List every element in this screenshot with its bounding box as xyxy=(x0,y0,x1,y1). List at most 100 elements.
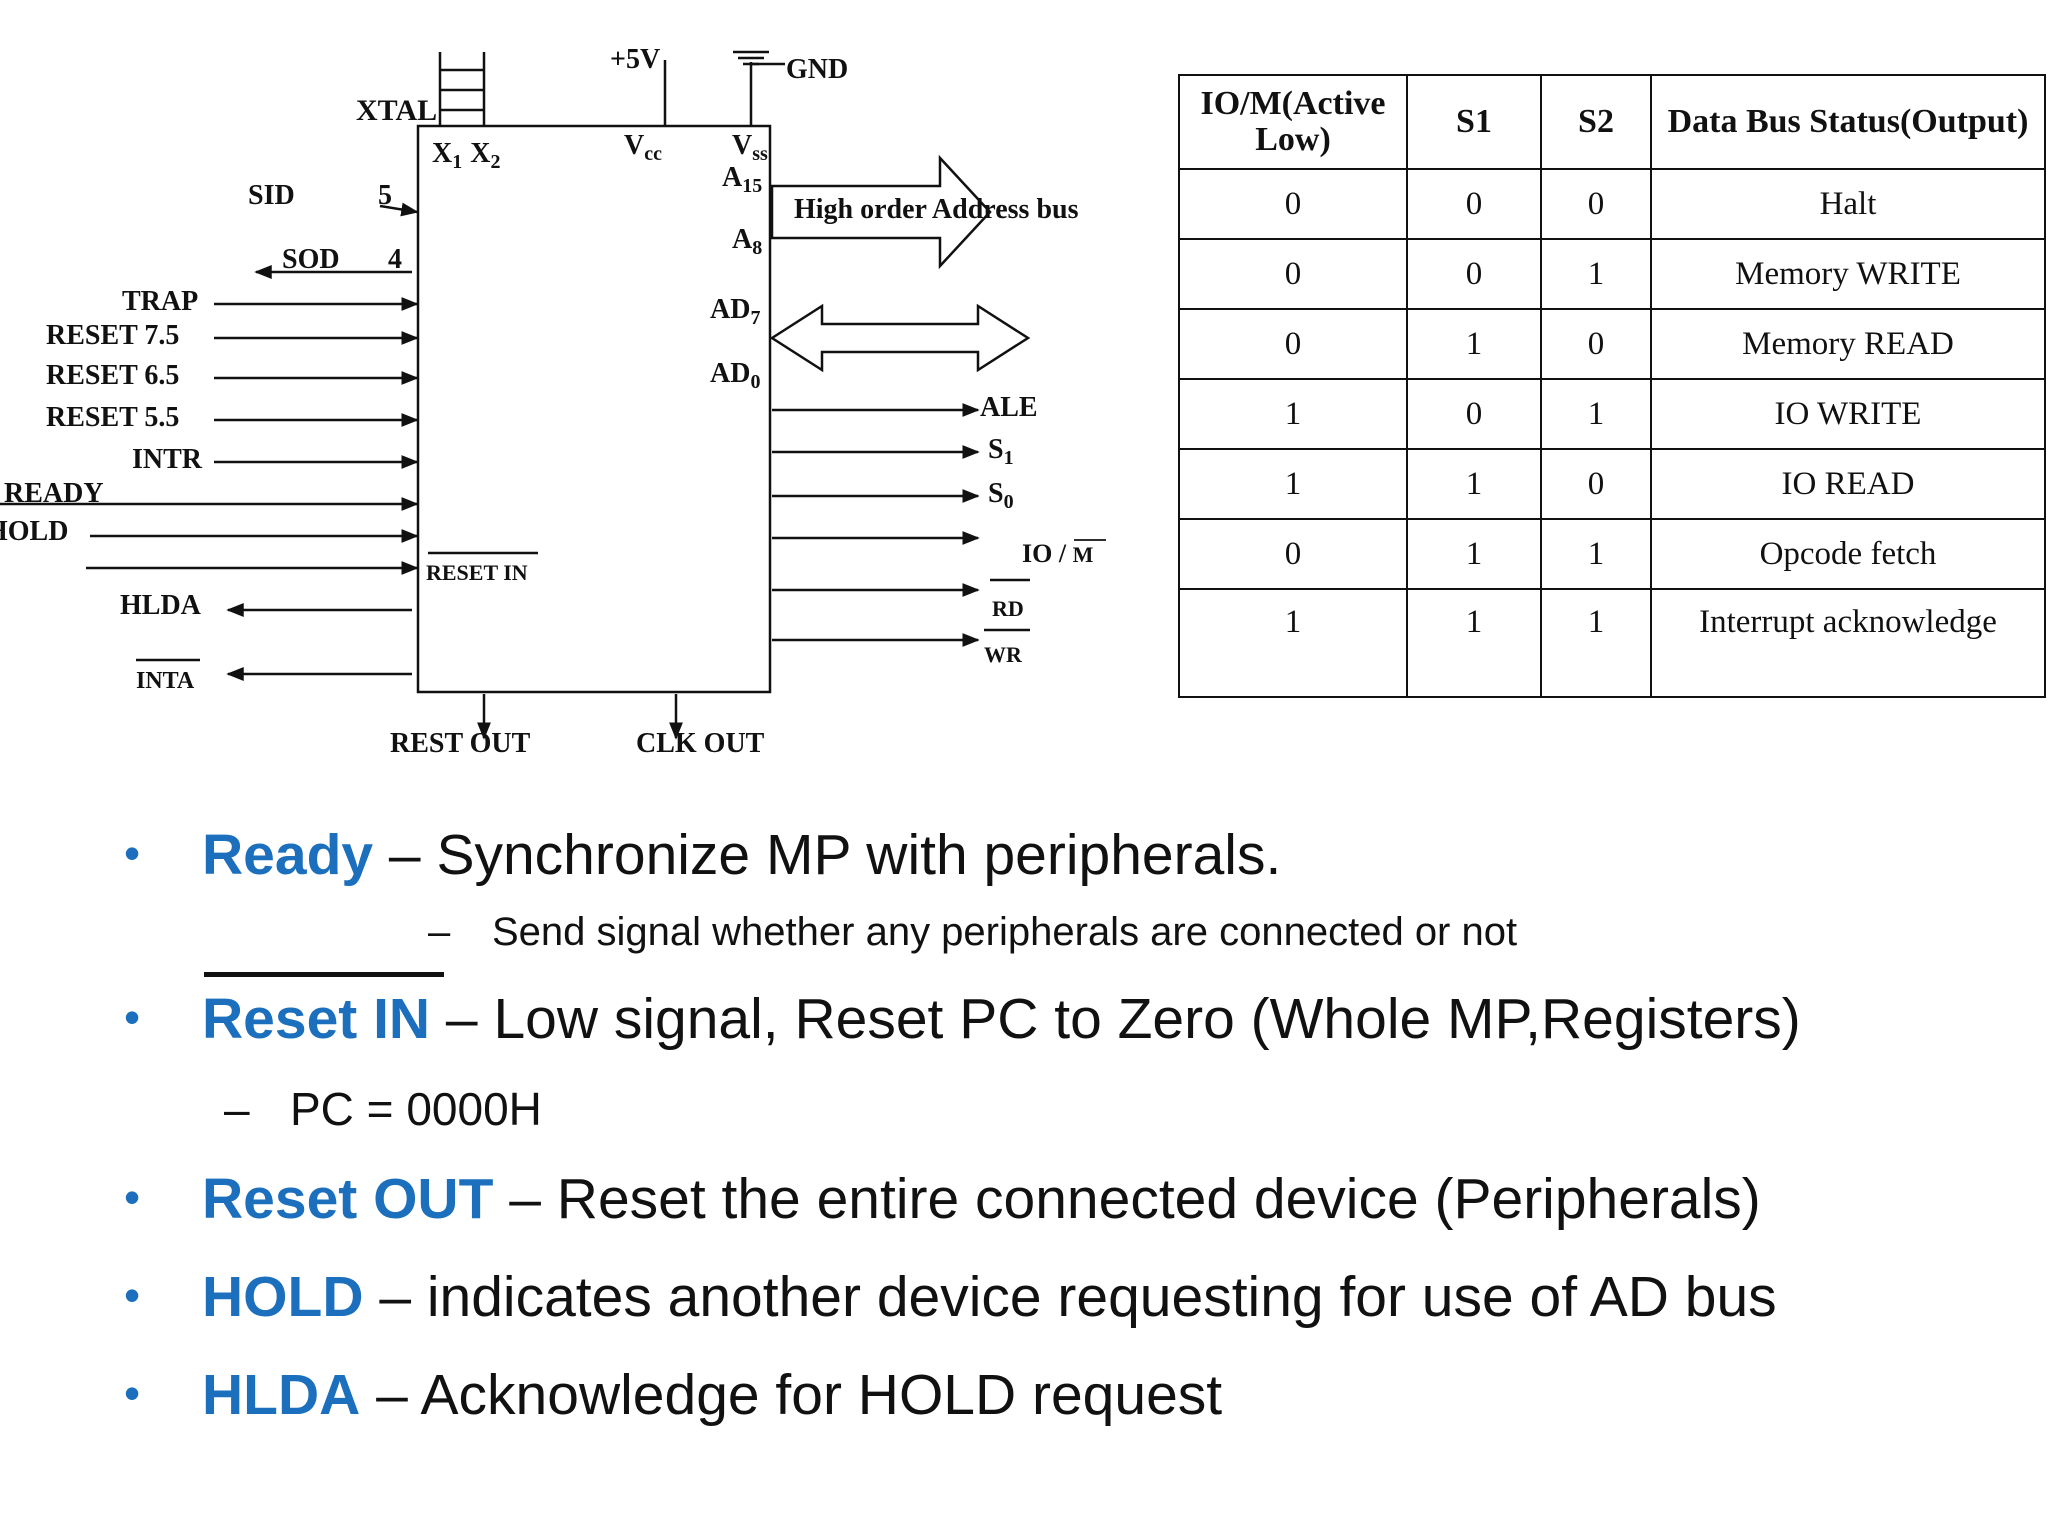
hlda-label: HLDA xyxy=(120,590,202,621)
chip-body xyxy=(416,124,772,694)
cell: IO WRITE xyxy=(1650,378,2046,450)
cell: 1 xyxy=(1540,588,1652,698)
bullet-ready: • Ready – Synchronize MP with peripheral… xyxy=(124,822,1282,888)
cell: 1 xyxy=(1540,378,1652,450)
a15-label: A15 xyxy=(722,162,762,197)
term-reset-out: Reset OUT xyxy=(202,1167,494,1231)
sub-reset-in-text: PC = 0000H xyxy=(290,1083,542,1135)
term-hold: HOLD xyxy=(202,1265,364,1329)
cell: 1 xyxy=(1178,378,1408,450)
sid-pin: 5 xyxy=(378,180,392,211)
sid-label: SID xyxy=(248,180,295,211)
clk-out-label: CLK OUT xyxy=(636,728,765,759)
cell: 0 xyxy=(1178,518,1408,590)
cell: 1 xyxy=(1540,238,1652,310)
rest-out-label: REST OUT xyxy=(390,728,531,759)
inta-label: INTA xyxy=(136,668,195,694)
rst55-label: RESET 5.5 xyxy=(46,402,179,433)
intr-label: INTR xyxy=(132,444,203,475)
cell: 0 xyxy=(1406,238,1542,310)
reset-in-label: RESET IN xyxy=(426,560,528,585)
plus5v-label: +5V xyxy=(610,44,660,75)
cell: 0 xyxy=(1540,308,1652,380)
high-order-bus-label: High order Address bus xyxy=(794,194,1079,225)
cell: 0 xyxy=(1406,168,1542,240)
a8-label: A8 xyxy=(732,224,762,259)
s1-label: S1 xyxy=(988,434,1014,469)
desc-reset-in: – Low signal, Reset PC to Zero (Whole MP… xyxy=(430,987,1801,1051)
col-s2: S2 xyxy=(1540,74,1652,170)
cell: 1 xyxy=(1178,448,1408,520)
io-m-label: IO / M xyxy=(1022,539,1094,568)
desc-hold: – indicates another device requesting fo… xyxy=(363,1265,1777,1329)
vss-label: Vss xyxy=(732,130,768,165)
bullet-hlda: • HLDA – Acknowledge for HOLD request xyxy=(124,1362,1223,1428)
bullet-dot: • xyxy=(124,827,141,879)
bullet-reset-out: • Reset OUT – Reset the entire connected… xyxy=(124,1166,1761,1232)
col-data-bus-status: Data Bus Status(Output) xyxy=(1650,74,2046,170)
cell: 0 xyxy=(1178,238,1408,310)
term-reset-in: Reset IN xyxy=(202,987,431,1051)
rst75-label: RESET 7.5 xyxy=(46,320,179,351)
term-ready: Ready xyxy=(202,823,374,887)
bullet-reset-in: • Reset IN – Low signal, Reset PC to Zer… xyxy=(124,986,1801,1052)
cell: 1 xyxy=(1406,518,1542,590)
term-hlda: HLDA xyxy=(202,1363,361,1427)
cell: 0 xyxy=(1178,168,1408,240)
cell: 1 xyxy=(1406,448,1542,520)
ale-label: ALE xyxy=(980,392,1038,423)
sub-bullet-reset-in: –PC = 0000H xyxy=(224,1082,542,1136)
wr-label: WR xyxy=(984,642,1023,667)
ready-label: READY xyxy=(4,478,104,509)
ad0-label: AD0 xyxy=(710,358,760,393)
rd-label: RD xyxy=(992,596,1024,621)
rst65-label: RESET 6.5 xyxy=(46,360,179,391)
sub-bullet-ready: –Send signal whether any peripherals are… xyxy=(428,910,1517,955)
cell: 1 xyxy=(1178,588,1408,698)
bullet-dot: • xyxy=(124,1171,141,1223)
cell: 1 xyxy=(1540,518,1652,590)
sod-label: SOD xyxy=(282,244,340,275)
cell: 1 xyxy=(1406,588,1542,698)
cell: Memory WRITE xyxy=(1650,238,2046,310)
bullet-dot: • xyxy=(124,1367,141,1419)
gnd-label: GND xyxy=(786,54,848,85)
trap-label: TRAP xyxy=(122,286,198,317)
cell: Halt xyxy=(1650,168,2046,240)
sub-ready-text: Send signal whether any peripherals are … xyxy=(492,910,1518,954)
bullet-dot: • xyxy=(124,991,141,1043)
xtal-label: XTAL xyxy=(356,94,437,127)
desc-reset-out: – Reset the entire connected device (Per… xyxy=(493,1167,1761,1231)
bullet-hold: • HOLD – indicates another device reques… xyxy=(124,1264,1777,1330)
dash-marker: – xyxy=(428,910,451,954)
sod-pin: 4 xyxy=(388,244,402,275)
table-header-row: IO/M(Active Low) S1 S2 Data Bus Status(O… xyxy=(1178,74,2046,170)
cell: 0 xyxy=(1540,448,1652,520)
desc-hlda: – Acknowledge for HOLD request xyxy=(360,1363,1223,1427)
cell: IO READ xyxy=(1650,448,2046,520)
cell: 0 xyxy=(1406,378,1542,450)
col-s1: S1 xyxy=(1406,74,1542,170)
cell: 0 xyxy=(1178,308,1408,380)
bus-status-table: IO/M(Active Low) S1 S2 Data Bus Status(O… xyxy=(1178,74,2046,698)
vcc-label: Vcc xyxy=(624,130,662,165)
s0-label: S0 xyxy=(988,478,1014,513)
desc-ready: – Synchronize MP with peripherals. xyxy=(373,823,1282,887)
hold-label: HOLD xyxy=(0,516,68,547)
overline-stroke xyxy=(204,972,444,977)
cell: Memory READ xyxy=(1650,308,2046,380)
cell: Interrupt acknowledge xyxy=(1650,588,2046,698)
ad7-label: AD7 xyxy=(710,294,760,329)
cell: Opcode fetch xyxy=(1650,518,2046,590)
dash-marker: – xyxy=(224,1083,250,1135)
col-io-m: IO/M(Active Low) xyxy=(1178,74,1408,170)
